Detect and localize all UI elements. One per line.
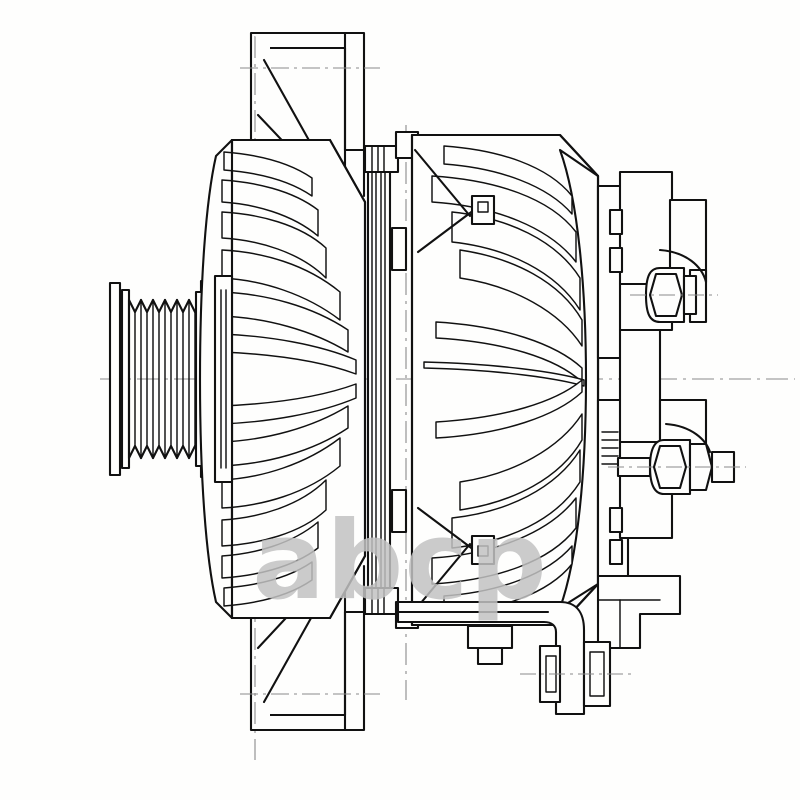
rear-lower-boss bbox=[466, 624, 514, 666]
stator-core-joint bbox=[363, 130, 420, 630]
slip-ring-end-housing bbox=[410, 133, 600, 627]
drive-end-housing bbox=[198, 138, 367, 620]
lower-adjusting-arm bbox=[396, 600, 636, 716]
upper-terminal-nut bbox=[630, 248, 718, 324]
lower-terminal-bolt bbox=[608, 422, 746, 496]
